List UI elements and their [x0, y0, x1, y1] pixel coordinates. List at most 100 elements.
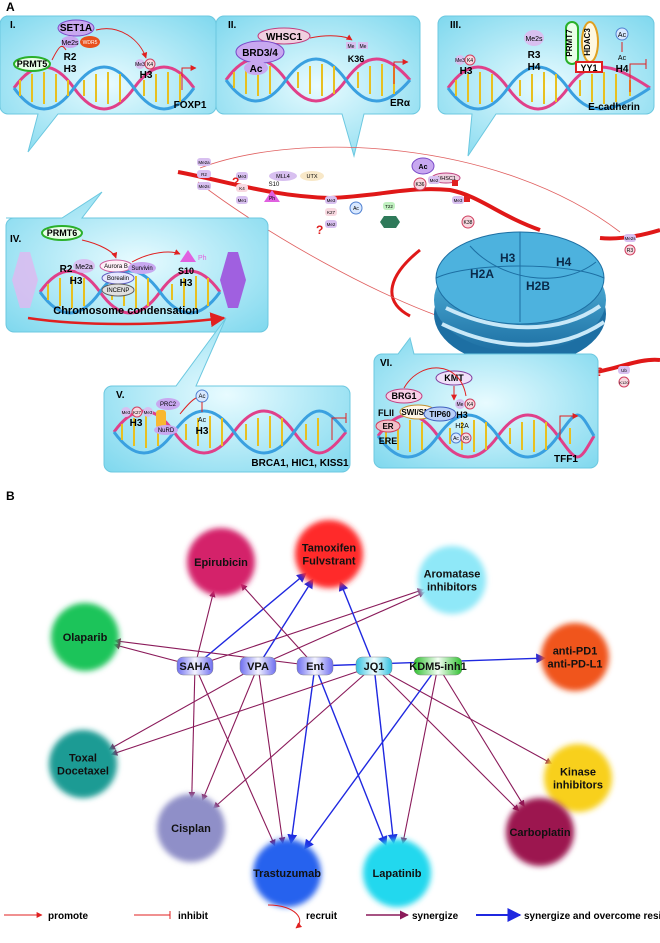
drug-circle — [49, 730, 117, 798]
tail-right-mark-6: K120 — [619, 380, 629, 385]
tail-mark-13: Ac — [419, 164, 428, 171]
tail-mark-15: Me2 — [430, 178, 439, 183]
inhibitor-label: Ent — [306, 661, 324, 673]
box-1-enzyme-set1a: SET1A — [60, 23, 92, 34]
overcome-resistance-link — [257, 578, 314, 667]
box-4-mark-1: Me2a — [75, 264, 93, 271]
box-6-enzyme-kmt: KMT — [444, 373, 464, 383]
tail-right-mark-0: Me2s — [624, 236, 636, 241]
box-6-mark-3: H2A — [455, 423, 469, 430]
inhibitor-node: SAHA — [176, 656, 214, 676]
inhibitor-pill — [413, 656, 463, 676]
synergy-link — [240, 583, 316, 667]
box-3-enzyme-prmt7: PRMT7 — [565, 29, 574, 57]
box-5-enzyme-prc2: PRC2 — [160, 402, 177, 408]
tail-mark-7: Ph — [269, 196, 275, 202]
drug-node: Olaparib — [51, 603, 119, 671]
drug-label: anti-PD1 — [553, 646, 598, 658]
box-1-mark-1: WDR5 — [83, 40, 98, 46]
drug-circle — [187, 528, 255, 596]
dna-helix-5 — [112, 409, 348, 455]
dna-helix-2 — [224, 57, 412, 103]
box-5-enzyme-nurd: NuRD — [158, 428, 175, 434]
box-6-enzyme-brg1: BRG1 — [391, 391, 416, 401]
drug-circle — [506, 798, 574, 866]
box-6-enzyme-tip60: TIP60 — [429, 410, 451, 419]
box-6-enzyme-swisnf: SWI/SNF — [401, 408, 434, 417]
tail-enzyme-utx: UTX — [307, 174, 318, 180]
box-4-mark-0: R2 — [60, 264, 73, 275]
box-6-mark-2: H3 — [456, 410, 468, 420]
panel-b-label: B — [6, 489, 15, 503]
synergy-link — [114, 638, 316, 667]
box-3-mark-3: Me3 — [455, 58, 465, 64]
legend-recruit: recruit — [306, 911, 338, 922]
tail-mark-17: K38 — [464, 220, 473, 226]
tail-mark-11: Ac — [353, 206, 359, 212]
tail-mark-16: Me3 — [454, 198, 463, 203]
drug-label: Trastuzumab — [253, 868, 321, 880]
box-5-mark-3: H3 — [130, 418, 143, 429]
tail-right-mark-5: Ub — [621, 368, 627, 373]
synergy-link — [194, 590, 216, 667]
box-3-mark-5: H3 — [460, 66, 473, 77]
box-2-enzyme-whsc1: WHSC1 — [266, 32, 303, 43]
box-6-number: VI. — [380, 358, 392, 369]
synergy-link — [400, 665, 439, 845]
panel-b-network: TamoxifenFulvstrantEpirubicinAromatasein… — [49, 520, 612, 907]
drug-label: Olaparib — [63, 632, 108, 644]
box-2-mark-2: K36 — [348, 54, 365, 64]
tail-mark-1: R2 — [201, 172, 207, 177]
inhibitor-label: KDM5-inh1 — [409, 661, 466, 673]
nucleosome-h2b: H2B — [526, 279, 550, 293]
box-6-gene: TFF1 — [554, 454, 578, 465]
box-2: II. WHSC1 BRD3/4 Ac Me Me K36 ERα — [215, 15, 421, 158]
box-4-mark-2: H3 — [70, 276, 83, 287]
box-3-mark-6: Ac — [618, 32, 627, 39]
drug-circle — [418, 546, 486, 614]
box-5: V. PRC2 NuRD Me3 K27 Me3 H3 Ac Ac H3 BRC… — [103, 317, 351, 473]
drug-circle — [157, 794, 225, 862]
nucleosome: H3 H4 H2A H2B — [434, 231, 606, 366]
inhibitor-label: VPA — [247, 661, 269, 673]
synergy-link — [201, 665, 259, 801]
box-4-enzyme-aurora: Aurora B — [104, 264, 128, 270]
tail-mark-0: Me2a — [198, 160, 210, 165]
tail-right-mark-1: R3 — [627, 248, 634, 254]
inhibitor-node: JQ1 — [355, 656, 393, 676]
box-1-mark-3: H3 — [64, 64, 77, 75]
synergy-link — [437, 665, 525, 808]
box-3-mark-8: H4 — [616, 64, 629, 75]
tail-mark-5: Me1 — [238, 198, 247, 203]
inhibitor-node: Ent — [296, 656, 334, 676]
box-5-number: V. — [116, 390, 125, 401]
box-1-enzyme-prmt5: PRMT5 — [17, 59, 48, 69]
drug-label: Tamoxifen — [302, 543, 356, 555]
box-4-mark-4: S10 — [178, 266, 194, 276]
box-4-number: IV. — [10, 234, 22, 245]
legend-synergize-overcome: synergize and overcome resistance — [524, 911, 660, 922]
legend: promote inhibit recruit synergize synerg… — [4, 904, 660, 929]
box-5-mark-0: Me3 — [122, 410, 131, 415]
box-4-caption: Chromosome condensation — [53, 305, 199, 317]
legend-promote: promote — [48, 911, 88, 922]
tail-mark-12: T22 — [385, 204, 393, 209]
box-6: VI. BRG1 KMT FLII SWI/SNF ER ERE TIP60 M… — [373, 336, 599, 469]
inhibitor-node: KDM5-inh1 — [409, 656, 467, 676]
tail-enzyme-mll4: MLL4 — [276, 174, 290, 180]
dna-helix-3 — [446, 65, 651, 111]
box-3-number: III. — [450, 20, 461, 31]
box-5-mark-4: Ac — [198, 394, 205, 400]
inhibitor-label: SAHA — [179, 661, 210, 673]
drug-label: Fulvstrant — [302, 556, 356, 568]
box-2-mark-0: Me — [348, 44, 355, 50]
box-4-mark-5: H3 — [180, 278, 193, 289]
box-3-enzyme-hdac3: HDAC3 — [583, 28, 592, 56]
drug-node: Trastuzumab — [253, 839, 321, 907]
drug-label: Toxal — [69, 753, 97, 765]
synergy-link — [373, 665, 553, 765]
